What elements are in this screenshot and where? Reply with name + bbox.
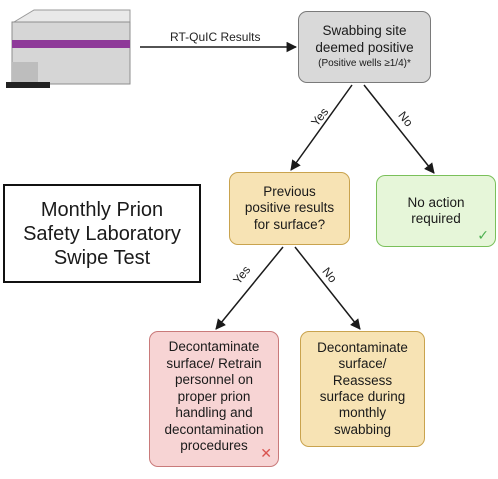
node-text-line: surface/	[338, 356, 387, 372]
title-line: Monthly Prion	[40, 198, 164, 221]
node-text-line: for surface?	[253, 216, 326, 232]
title-line: Swipe Test	[53, 246, 151, 269]
title-line: Safety Laboratory	[23, 222, 181, 245]
node-decontaminate-retrain: Decontaminate surface/ Retrain personnel…	[149, 331, 279, 467]
node-text-line: decontamination	[164, 421, 264, 437]
node-text-line: personnel on	[174, 372, 254, 388]
edge-prev-no	[294, 246, 361, 330]
node-subtext: (Positive wells ≥1/4)*	[318, 58, 411, 70]
node-text-line: positive results	[244, 200, 335, 216]
node-text-line: Decontaminate	[168, 339, 260, 355]
node-text-line: Previous	[263, 183, 316, 199]
diagram-title-box: Monthly Prion Safety Laboratory Swipe Te…	[3, 184, 201, 283]
plate-reader-illustration	[6, 9, 131, 88]
node-text-line: procedures	[180, 438, 248, 454]
node-text-line: Decontaminate	[317, 339, 408, 355]
node-text-line: proper prion	[177, 388, 251, 404]
node-text-line: swabbing	[333, 421, 392, 437]
node-decontaminate-reassess: Decontaminate surface/ Reassess surface …	[300, 331, 425, 447]
node-text-line: surface/ Retrain	[166, 355, 262, 371]
node-text-line: Reassess	[332, 372, 393, 388]
edge-top-no	[363, 84, 435, 174]
node-text-line: Swabbing site	[322, 23, 407, 39]
node-text-line: required	[411, 211, 461, 226]
node-text-line: No action	[407, 194, 465, 210]
node-text-line: handling and	[175, 405, 253, 421]
node-swabbing-site-positive: Swabbing site deemed positive (Positive …	[298, 11, 431, 83]
edge-top-yes	[290, 84, 353, 171]
machine-arrow-label: RT-QuIC Results	[170, 30, 261, 44]
check-icon: ✓	[477, 226, 489, 243]
node-no-action-required: No action required ✓	[376, 175, 496, 247]
node-previous-positive-results: Previous positive results for surface?	[229, 172, 350, 245]
node-text-line: monthly	[338, 405, 387, 421]
node-text-line: deemed positive	[315, 39, 414, 55]
edge-prev-yes	[215, 246, 284, 330]
node-text-line: surface during	[319, 389, 406, 404]
cross-icon: ✕	[260, 444, 272, 461]
